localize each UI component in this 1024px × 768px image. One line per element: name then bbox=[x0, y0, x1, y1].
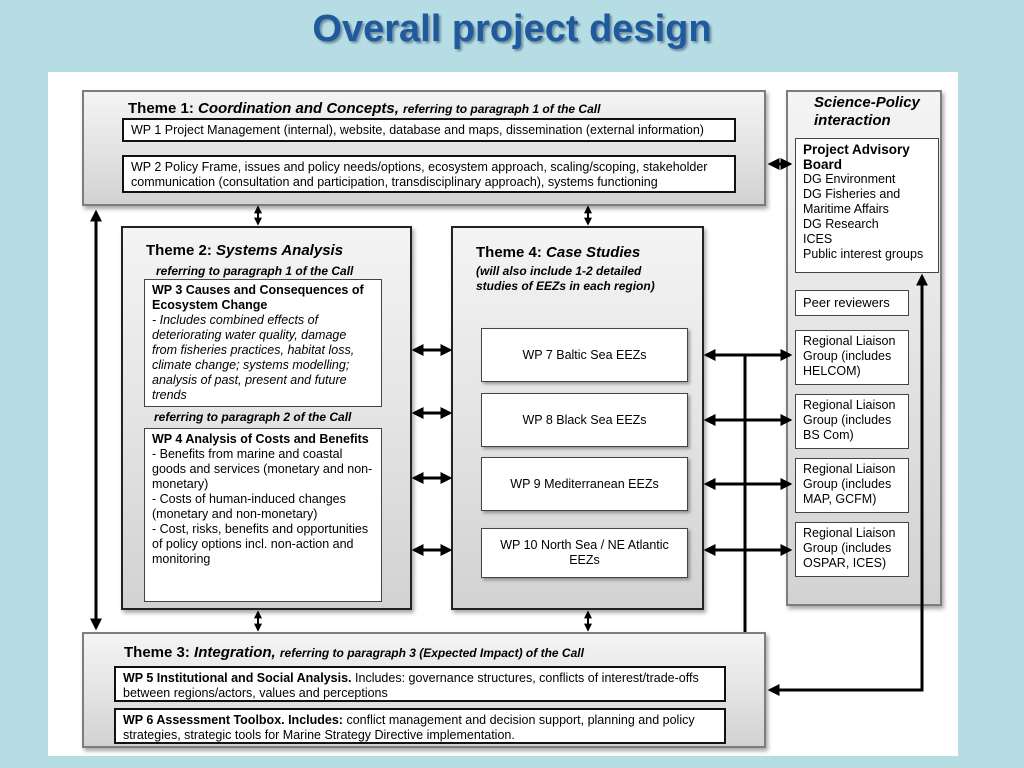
wp7-text: WP 7 Baltic Sea EEZs bbox=[522, 347, 647, 362]
liaison-box-helcom: Regional Liaison Group (includes HELCOM) bbox=[795, 330, 909, 385]
theme2-name: Systems Analysis bbox=[216, 242, 344, 259]
wp4-line3: - Cost, risks, benefits and opportunitie… bbox=[152, 522, 369, 566]
theme4-heading: Theme 4: Case Studies bbox=[476, 244, 640, 261]
wp7-box: WP 7 Baltic Sea EEZs bbox=[481, 328, 688, 382]
liaison-text: Regional Liaison Group (includes MAP, GC… bbox=[803, 462, 896, 506]
advisory-board-title: Project Advisory Board bbox=[803, 142, 910, 172]
board-member: DG Environment bbox=[803, 172, 896, 186]
wp5-text: Includes: governance structures, conflic… bbox=[123, 671, 699, 700]
theme4-panel: Theme 4: Case Studies (will also include… bbox=[451, 226, 704, 610]
liaison-text: Regional Liaison Group (includes OSPAR, … bbox=[803, 526, 896, 570]
science-policy-panel: Science-Policy interaction Project Advis… bbox=[786, 90, 942, 606]
wp4-title: WP 4 Analysis of Costs and Benefits bbox=[152, 432, 369, 446]
board-member: Public interest groups bbox=[803, 247, 924, 261]
liaison-box-bscom: Regional Liaison Group (includes BS Com) bbox=[795, 394, 909, 449]
liaison-text: Regional Liaison Group (includes BS Com) bbox=[803, 398, 896, 442]
wp10-text: WP 10 North Sea / NE Atlantic EEZs bbox=[500, 538, 669, 567]
theme1-ref: referring to paragraph 1 of the Call bbox=[403, 102, 601, 116]
science-policy-title-line2: interaction bbox=[814, 112, 891, 129]
theme4-name: Case Studies bbox=[546, 244, 641, 261]
theme2-panel: Theme 2: Systems Analysis referring to p… bbox=[121, 226, 412, 610]
peer-reviewers-box: Peer reviewers bbox=[795, 290, 909, 316]
science-policy-title-line1: Science-Policy bbox=[814, 94, 920, 111]
theme2-ref2: referring to paragraph 2 of the Call bbox=[154, 410, 352, 424]
wp1-box: WP 1 Project Management (internal), webs… bbox=[122, 118, 736, 142]
wp1-text: WP 1 Project Management (internal), webs… bbox=[131, 123, 704, 137]
wp2-text: WP 2 Policy Frame, issues and policy nee… bbox=[131, 160, 708, 189]
wp6-text: conflict management and decision support… bbox=[123, 713, 695, 742]
theme3-name: Integration, bbox=[194, 644, 276, 661]
liaison-text: Regional Liaison Group (includes HELCOM) bbox=[803, 334, 896, 378]
theme4-note-line1: (will also include 1-2 detailed bbox=[476, 264, 642, 278]
science-policy-heading: Science-Policy interaction bbox=[814, 94, 920, 130]
wp10-box: WP 10 North Sea / NE Atlantic EEZs bbox=[481, 528, 688, 578]
liaison-box-ospar: Regional Liaison Group (includes OSPAR, … bbox=[795, 522, 909, 577]
wp8-box: WP 8 Black Sea EEZs bbox=[481, 393, 688, 447]
theme2-ref1: referring to paragraph 1 of the Call bbox=[156, 264, 354, 278]
wp4-line1: - Benefits from marine and coastal goods… bbox=[152, 447, 373, 491]
wp5-title: WP 5 Institutional and Social Analysis. bbox=[123, 671, 352, 685]
wp4-line2: - Costs of human-induced changes (moneta… bbox=[152, 492, 346, 521]
wp8-text: WP 8 Black Sea EEZs bbox=[522, 412, 647, 427]
theme2-label: Theme 2: bbox=[146, 242, 212, 259]
theme1-panel: Theme 1: Coordination and Concepts, refe… bbox=[82, 90, 766, 206]
wp9-text: WP 9 Mediterranean EEZs bbox=[510, 476, 659, 491]
wp5-box: WP 5 Institutional and Social Analysis. … bbox=[114, 666, 726, 702]
theme4-label: Theme 4: bbox=[476, 244, 542, 261]
page-title: Overall project design bbox=[312, 8, 712, 50]
wp3-box: WP 3 Causes and Consequences of Ecosyste… bbox=[144, 279, 382, 407]
wp3-title: WP 3 Causes and Consequences of Ecosyste… bbox=[152, 283, 364, 312]
theme3-ref: referring to paragraph 3 (Expected Impac… bbox=[279, 646, 584, 660]
wp9-box: WP 9 Mediterranean EEZs bbox=[481, 457, 688, 511]
wp4-box: WP 4 Analysis of Costs and Benefits - Be… bbox=[144, 428, 382, 602]
theme2-heading: Theme 2: Systems Analysis bbox=[146, 242, 343, 259]
wp6-title: WP 6 Assessment Toolbox. Includes: bbox=[123, 713, 343, 727]
liaison-box-map: Regional Liaison Group (includes MAP, GC… bbox=[795, 458, 909, 513]
wp3-text: - Includes combined effects of deteriora… bbox=[152, 313, 355, 402]
board-member: ICES bbox=[803, 232, 833, 246]
advisory-board-box: Project Advisory Board DG Environment DG… bbox=[795, 138, 939, 273]
theme1-label: Theme 1: bbox=[128, 100, 194, 117]
theme1-heading: Theme 1: Coordination and Concepts, refe… bbox=[128, 100, 600, 117]
theme3-heading: Theme 3: Integration, referring to parag… bbox=[124, 644, 584, 661]
board-member: DG Research bbox=[803, 217, 879, 231]
theme4-note-line2: studies of EEZs in each region) bbox=[476, 279, 655, 293]
wp2-box: WP 2 Policy Frame, issues and policy nee… bbox=[122, 155, 736, 193]
theme3-label: Theme 3: bbox=[124, 644, 190, 661]
board-member: DG Fisheries and Maritime Affairs bbox=[803, 187, 901, 216]
theme3-panel: Theme 3: Integration, referring to parag… bbox=[82, 632, 766, 748]
wp6-box: WP 6 Assessment Toolbox. Includes: confl… bbox=[114, 708, 726, 744]
theme1-name: Coordination and Concepts, bbox=[198, 100, 399, 117]
peer-reviewers-text: Peer reviewers bbox=[803, 295, 890, 310]
